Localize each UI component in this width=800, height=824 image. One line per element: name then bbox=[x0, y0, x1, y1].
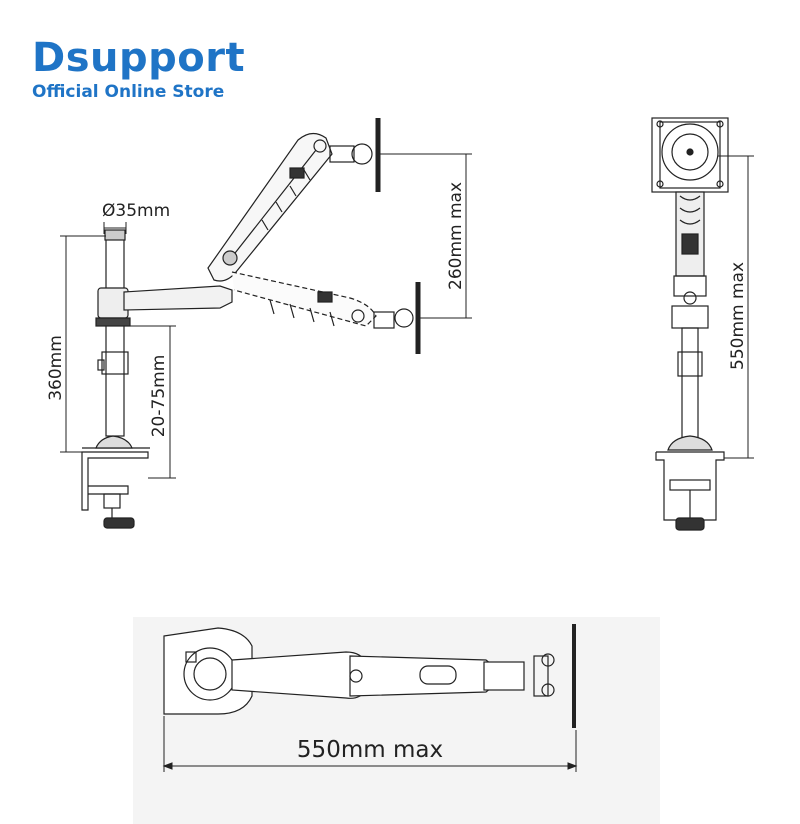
pole-diameter-label: Ø35mm bbox=[102, 201, 170, 221]
top-view bbox=[163, 624, 576, 728]
brand-name: Dsupport bbox=[32, 35, 246, 81]
pole-height-label: 360mm bbox=[46, 335, 66, 401]
front-view bbox=[81, 118, 421, 529]
side-dimension-lines bbox=[718, 155, 754, 459]
brand-logo: Dsupport Official Online Store bbox=[32, 36, 245, 102]
top-dimension-lines bbox=[162, 716, 578, 772]
top-reach-label: 550mm max bbox=[297, 737, 443, 763]
front-dimension-lines bbox=[60, 153, 472, 479]
side-view bbox=[651, 117, 729, 531]
brand-tagline: Official Online Store bbox=[32, 82, 225, 102]
desk-thickness-label: 20-75mm bbox=[149, 355, 169, 438]
vertical-travel-label: 260mm max bbox=[446, 182, 466, 290]
side-height-label: 550mm max bbox=[728, 262, 748, 370]
